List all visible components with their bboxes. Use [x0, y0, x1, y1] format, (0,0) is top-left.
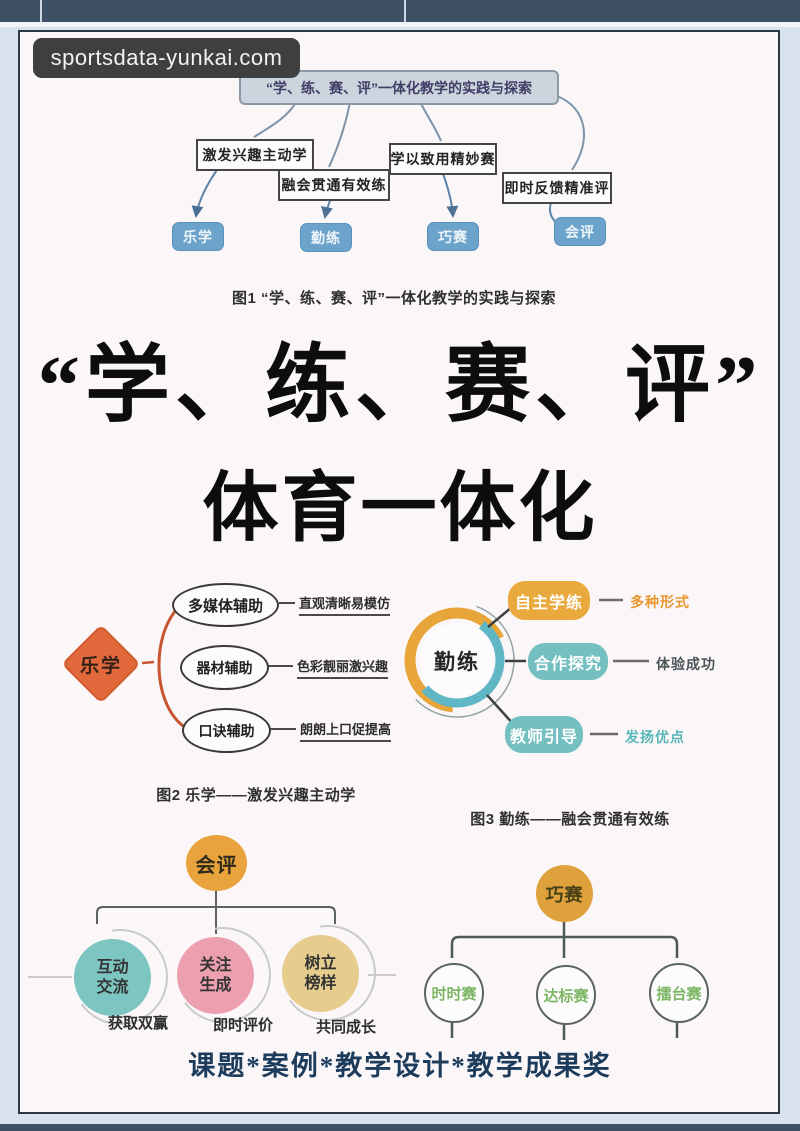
fig3-root-label: 勤练	[434, 651, 480, 674]
fig5-node-circle: 时时赛	[424, 963, 484, 1023]
fig3-ring	[399, 602, 515, 718]
fig1-node: 会评	[554, 217, 606, 246]
fig1-node: 勤练	[300, 223, 352, 252]
fig4-node-circle: 互动交流	[74, 939, 151, 1016]
fig2-node: 多媒体辅助	[172, 583, 279, 627]
fig1-branch-label: 融会贯通有效练	[278, 169, 390, 201]
fig2-note: 朗朗上口促提高	[300, 719, 392, 742]
fig4-node-label: 互动交流	[96, 959, 129, 996]
poster-paper	[18, 30, 780, 1114]
fig4-bracket	[96, 891, 336, 934]
fig5-root-circle: 巧赛	[536, 865, 593, 922]
fig3-node: 合作探究	[528, 643, 608, 680]
fig1-node: 乐学	[172, 222, 224, 251]
fig5-bracket	[450, 921, 679, 1040]
fig4-node-label: 关注生成	[199, 957, 232, 994]
fig1-node: 巧赛	[427, 222, 479, 251]
fig1-caption: 图1 “学、练、赛、评”一体化教学的实践与探索	[231, 290, 557, 307]
headline-line2: 体育一体化	[202, 467, 598, 551]
watermark-badge: sportsdata-yunkai.com	[33, 38, 300, 78]
fig2-note: 直观清晰易模仿	[299, 593, 391, 616]
fig3-note: 多种形式	[630, 594, 690, 610]
fig4-node-circle: 关注生成	[177, 937, 254, 1014]
fig1-branch-label: 即时反馈精准评	[502, 172, 612, 204]
fig2-note: 色彩靓丽激兴趣	[297, 656, 389, 679]
fig5-node-circle: 达标赛	[536, 965, 596, 1025]
top-window-bar	[0, 0, 800, 27]
fig4-node-label: 树立榜样	[304, 955, 337, 992]
fig2-node: 器材辅助	[180, 645, 269, 690]
fig4-note: 共同成长	[315, 1019, 377, 1036]
fig5-node-circle: 擂台赛	[649, 963, 709, 1023]
fig3-note: 发扬优点	[625, 729, 685, 745]
fig4-node-circle: 树立榜样	[282, 935, 359, 1012]
headline-line1: “学、练、赛、评”	[37, 339, 763, 433]
footer-text: 课题*案例*教学设计*教学成果奖	[188, 1051, 612, 1081]
window-divider-line	[404, 0, 406, 22]
fig4-root-ellipse: 会评	[186, 835, 247, 891]
fig2-node: 口诀辅助	[182, 708, 271, 753]
fig3-dashes	[590, 598, 649, 736]
fig4-note: 获取双赢	[107, 1015, 169, 1032]
fig2-root-label: 乐学	[79, 656, 122, 677]
window-divider-line	[40, 0, 42, 22]
fig3-node: 自主学练	[508, 581, 590, 620]
fig1-title-connectors	[253, 95, 585, 171]
fig1-branch-label: 激发兴趣主动学	[196, 139, 314, 171]
fig3-note: 体验成功	[656, 656, 716, 672]
fig4-swoosh-arcs	[28, 925, 396, 1025]
fig2-caption: 图2 乐学——激发兴趣主动学	[156, 787, 356, 804]
bottom-window-bar	[0, 1124, 800, 1131]
fig4-note: 即时评价	[212, 1017, 274, 1034]
fig3-node: 教师引导	[505, 716, 583, 753]
fig3-caption: 图3 勤练——融会贯通有效练	[470, 811, 670, 828]
fig1-branch-label: 学以致用精妙赛	[389, 143, 497, 175]
